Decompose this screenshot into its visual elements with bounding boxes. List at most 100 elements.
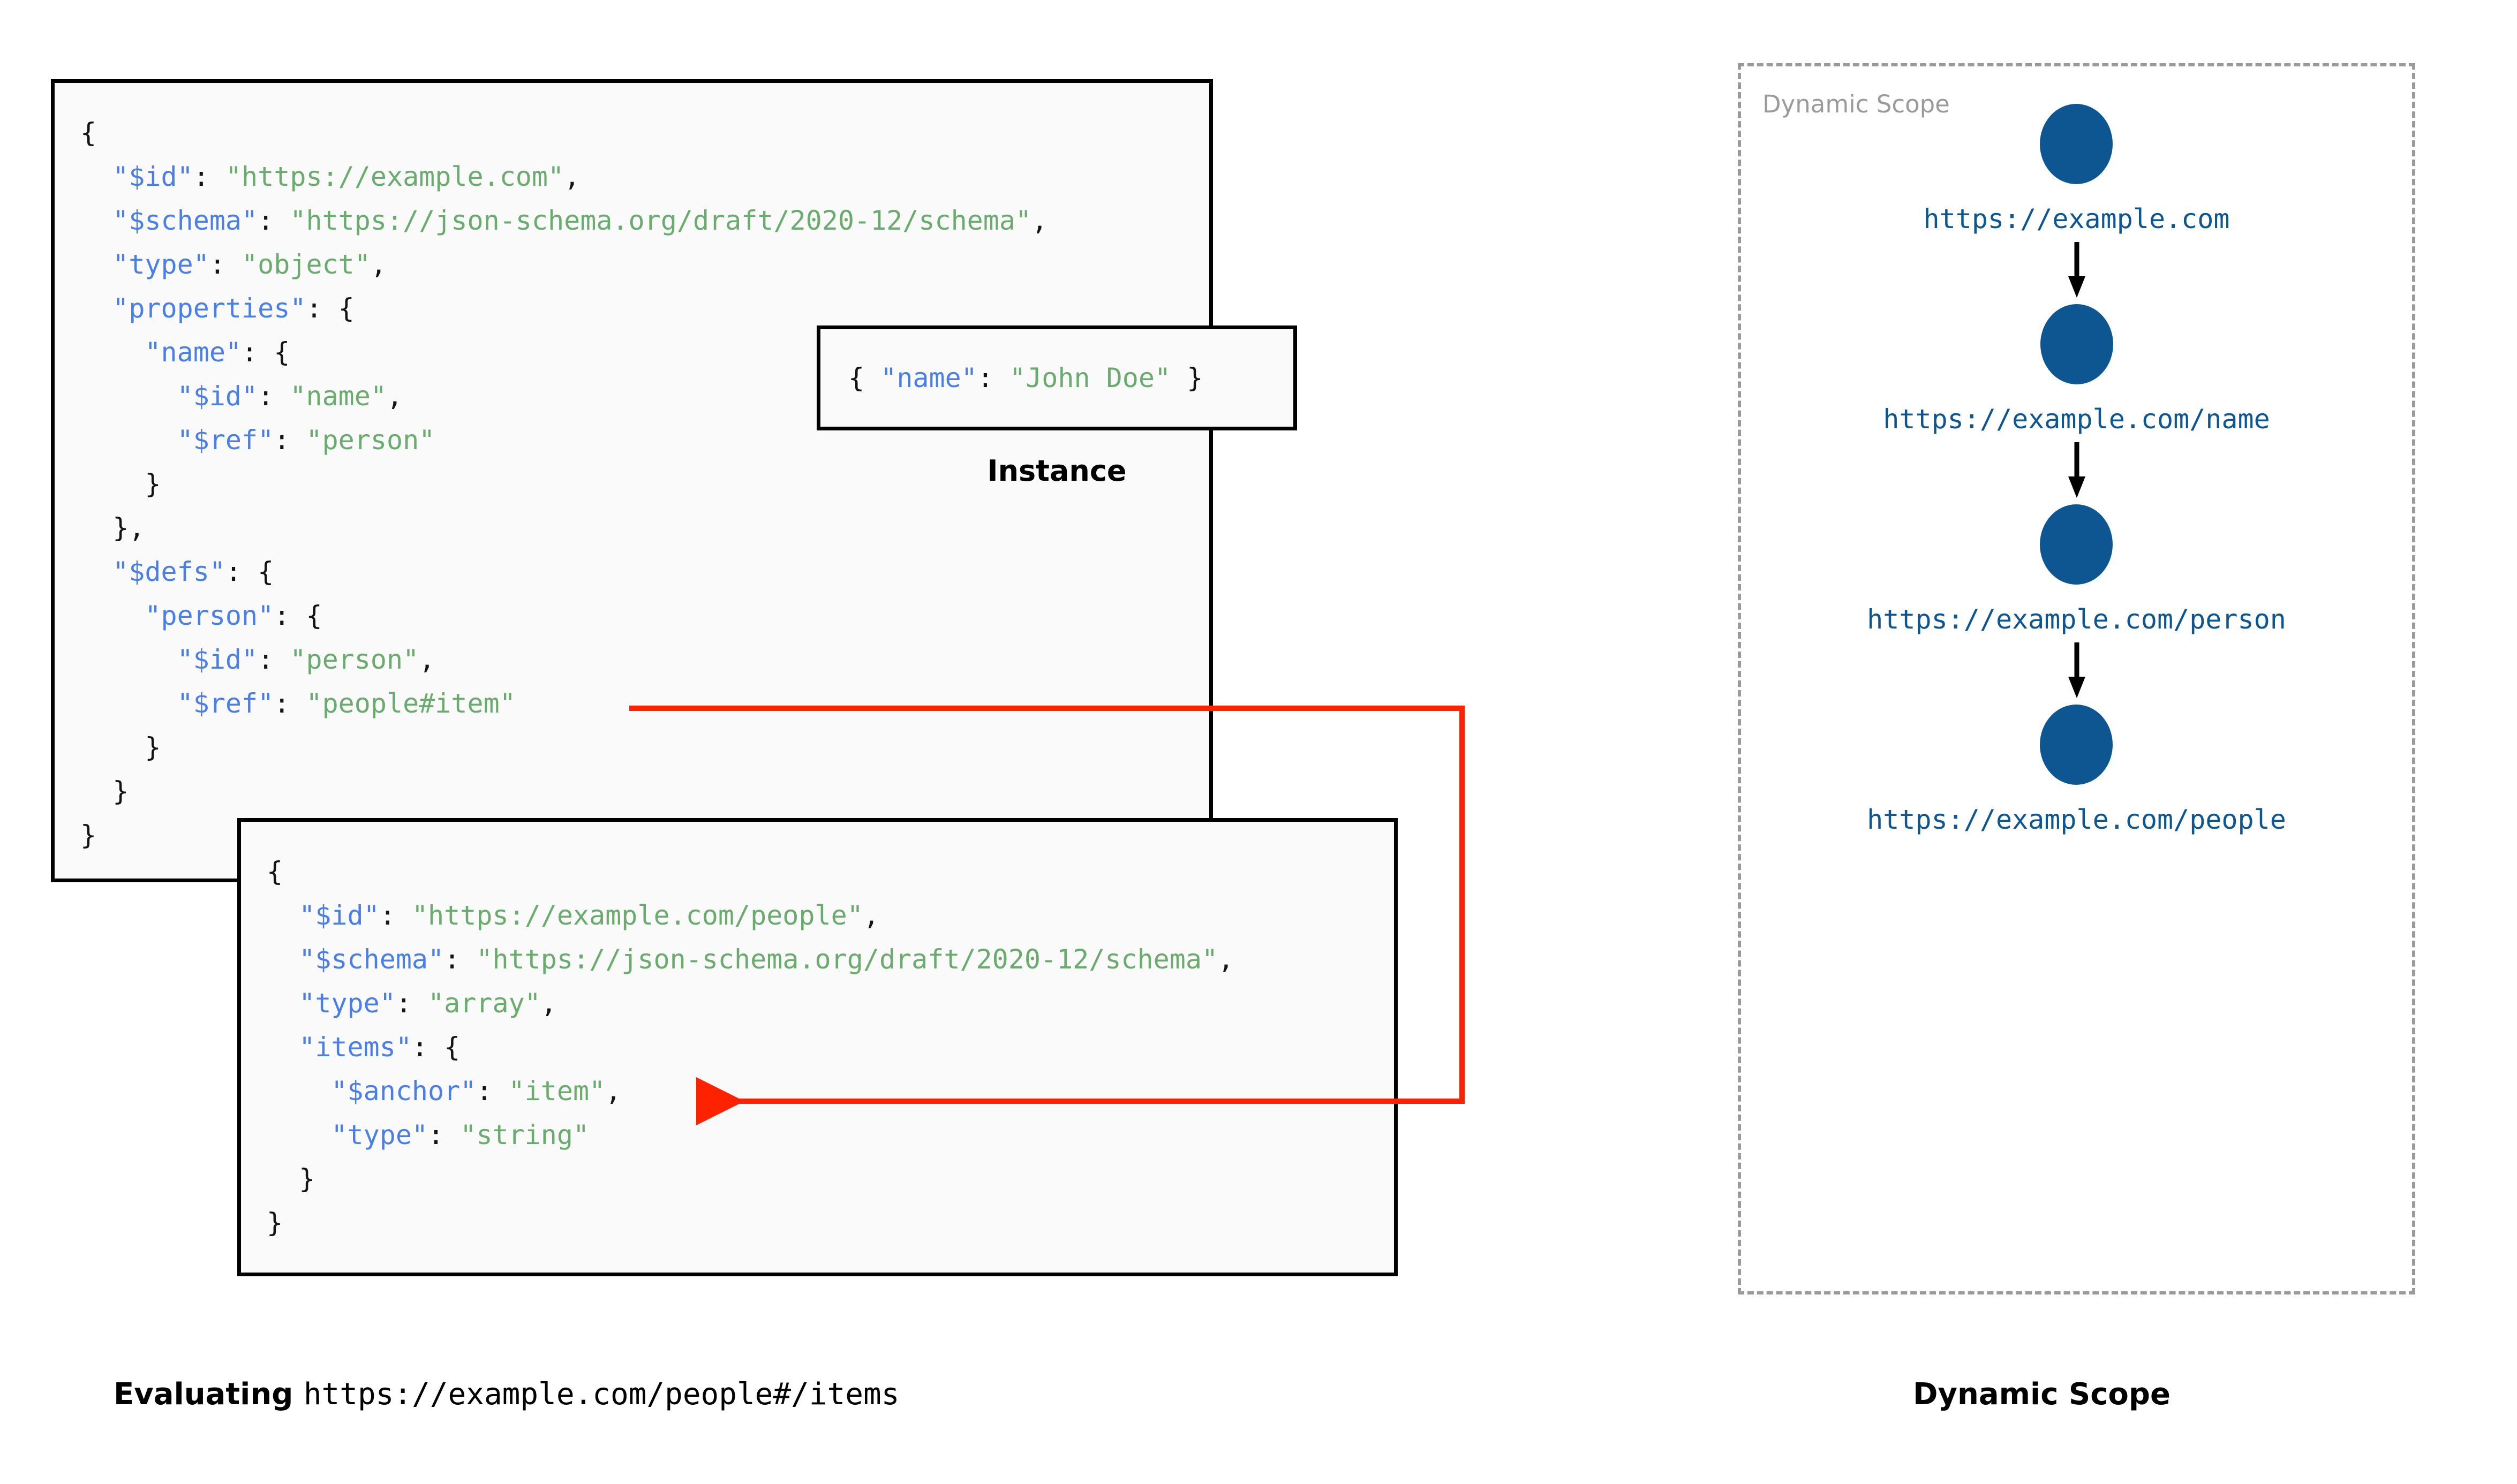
scope-down-arrow-icon — [2068, 242, 2085, 298]
code-token: "https://json-schema.org/draft/2020-12/s… — [476, 944, 1218, 975]
code-line: "$id": "https://example.com", — [80, 155, 1209, 199]
code-token: , — [605, 1076, 622, 1107]
code-token: "properties" — [112, 293, 306, 324]
code-token: "array" — [428, 988, 541, 1019]
code-line: } — [80, 769, 1209, 813]
code-token: : — [258, 644, 290, 675]
code-line: "$ref": "people#item" — [80, 682, 1209, 725]
scope-node: https://example.com/people — [1867, 705, 2286, 835]
instance-caption: Instance — [987, 454, 1127, 488]
instance-code: { "name": "John Doe" } — [820, 329, 1293, 427]
code-token: , — [1218, 944, 1234, 975]
code-token: , — [386, 381, 403, 412]
code-token: } — [145, 732, 161, 763]
code-line: "$id": "person", — [80, 638, 1209, 682]
scope-node: https://example.com/person — [1867, 504, 2286, 635]
code-token: "person" — [290, 644, 419, 675]
code-line: "$ref": "person" — [80, 418, 1209, 462]
scope-node-circle — [2040, 504, 2113, 585]
code-line: } — [80, 813, 1209, 857]
code-token: : — [977, 362, 1010, 393]
code-token: "type" — [112, 249, 209, 280]
code-token: "$schema" — [299, 944, 444, 975]
scope-down-arrow-icon — [2068, 642, 2085, 698]
code-token: "$anchor" — [331, 1076, 477, 1107]
code-token: } — [267, 1207, 283, 1238]
code-line: { — [267, 850, 1394, 894]
code-token: { — [80, 117, 97, 148]
code-line: "type": "string" — [267, 1113, 1394, 1157]
code-token: { — [267, 856, 283, 887]
code-line: } — [267, 1157, 1394, 1201]
scope-node: https://example.com/name — [1883, 304, 2270, 435]
people-schema-code: { "$id": "https://example.com/people", "… — [241, 822, 1394, 1245]
evaluating-label: Evaluating — [114, 1377, 304, 1412]
code-token: "https://json-schema.org/draft/2020-12/s… — [290, 205, 1032, 236]
code-line: "$anchor": "item", — [267, 1069, 1394, 1113]
code-token: , — [1031, 205, 1048, 236]
code-token: } — [145, 468, 161, 499]
code-token: "item" — [508, 1076, 606, 1107]
code-token: : — [379, 900, 412, 931]
scope-down-arrow-icon — [2068, 442, 2085, 498]
code-line: "$schema": "https://json-schema.org/draf… — [267, 937, 1394, 981]
code-token: : — [444, 944, 477, 975]
code-token: "https://example.com/people" — [411, 900, 863, 931]
code-line: "$id": "name", — [80, 374, 1209, 418]
code-line: }, — [80, 506, 1209, 550]
code-token: "people#item" — [306, 688, 516, 719]
code-token: : { — [242, 337, 290, 368]
code-token: , — [564, 161, 581, 192]
code-token: } — [299, 1163, 315, 1194]
code-line: "$id": "https://example.com/people", — [267, 894, 1394, 937]
code-line: } — [267, 1201, 1394, 1245]
code-token: "string" — [460, 1119, 590, 1150]
code-token: "$ref" — [177, 425, 274, 456]
code-token: "type" — [299, 988, 396, 1019]
code-token: } — [80, 820, 97, 851]
code-token: "$id" — [177, 381, 258, 412]
code-token: }, — [112, 512, 145, 543]
code-token: "name" — [880, 362, 977, 393]
code-line: "type": "object", — [80, 243, 1209, 286]
code-token: "$id" — [299, 900, 380, 931]
dynamic-scope-chain: https://example.com https://example.com/n… — [1741, 104, 2412, 835]
code-line: } — [80, 462, 1209, 506]
code-token: : — [258, 205, 290, 236]
scope-node: https://example.com — [1924, 104, 2229, 234]
code-token: "type" — [331, 1119, 428, 1150]
dynamic-scope-label: Dynamic Scope — [1762, 90, 1950, 118]
code-token: "John Doe" — [1009, 362, 1171, 393]
instance-box: { "name": "John Doe" } — [817, 325, 1297, 430]
scope-node-uri: https://example.com/name — [1883, 404, 2270, 435]
code-token: "$id" — [177, 644, 258, 675]
code-token: : — [274, 425, 306, 456]
code-token: : { — [225, 556, 274, 587]
code-line: } — [80, 725, 1209, 769]
people-schema-box: { "$id": "https://example.com/people", "… — [237, 818, 1398, 1276]
dynamic-scope-caption: Dynamic Scope — [1913, 1377, 2171, 1412]
code-token: "$id" — [112, 161, 193, 192]
code-token: : — [193, 161, 225, 192]
evaluating-uri: https://example.com/people#/items — [303, 1377, 900, 1412]
code-token: } — [112, 776, 129, 807]
code-token: : — [476, 1076, 509, 1107]
code-line: "person": { — [80, 594, 1209, 638]
code-token: "name" — [290, 381, 387, 412]
code-token: "person" — [145, 600, 274, 631]
code-line: "properties": { — [80, 286, 1209, 330]
code-token: "items" — [299, 1032, 412, 1063]
code-line: { "name": "John Doe" } — [848, 329, 1293, 427]
code-line: "$defs": { — [80, 550, 1209, 594]
code-token: , — [419, 644, 435, 675]
scope-node-uri: https://example.com/people — [1867, 804, 2286, 835]
code-token: "$defs" — [112, 556, 225, 587]
code-line: "name": { — [80, 330, 1209, 374]
code-token: "https://example.com" — [225, 161, 564, 192]
code-token: : — [258, 381, 290, 412]
code-token: } — [1171, 362, 1203, 393]
code-token: : — [209, 249, 242, 280]
code-line: "items": { — [267, 1025, 1394, 1069]
code-token: : — [395, 988, 428, 1019]
